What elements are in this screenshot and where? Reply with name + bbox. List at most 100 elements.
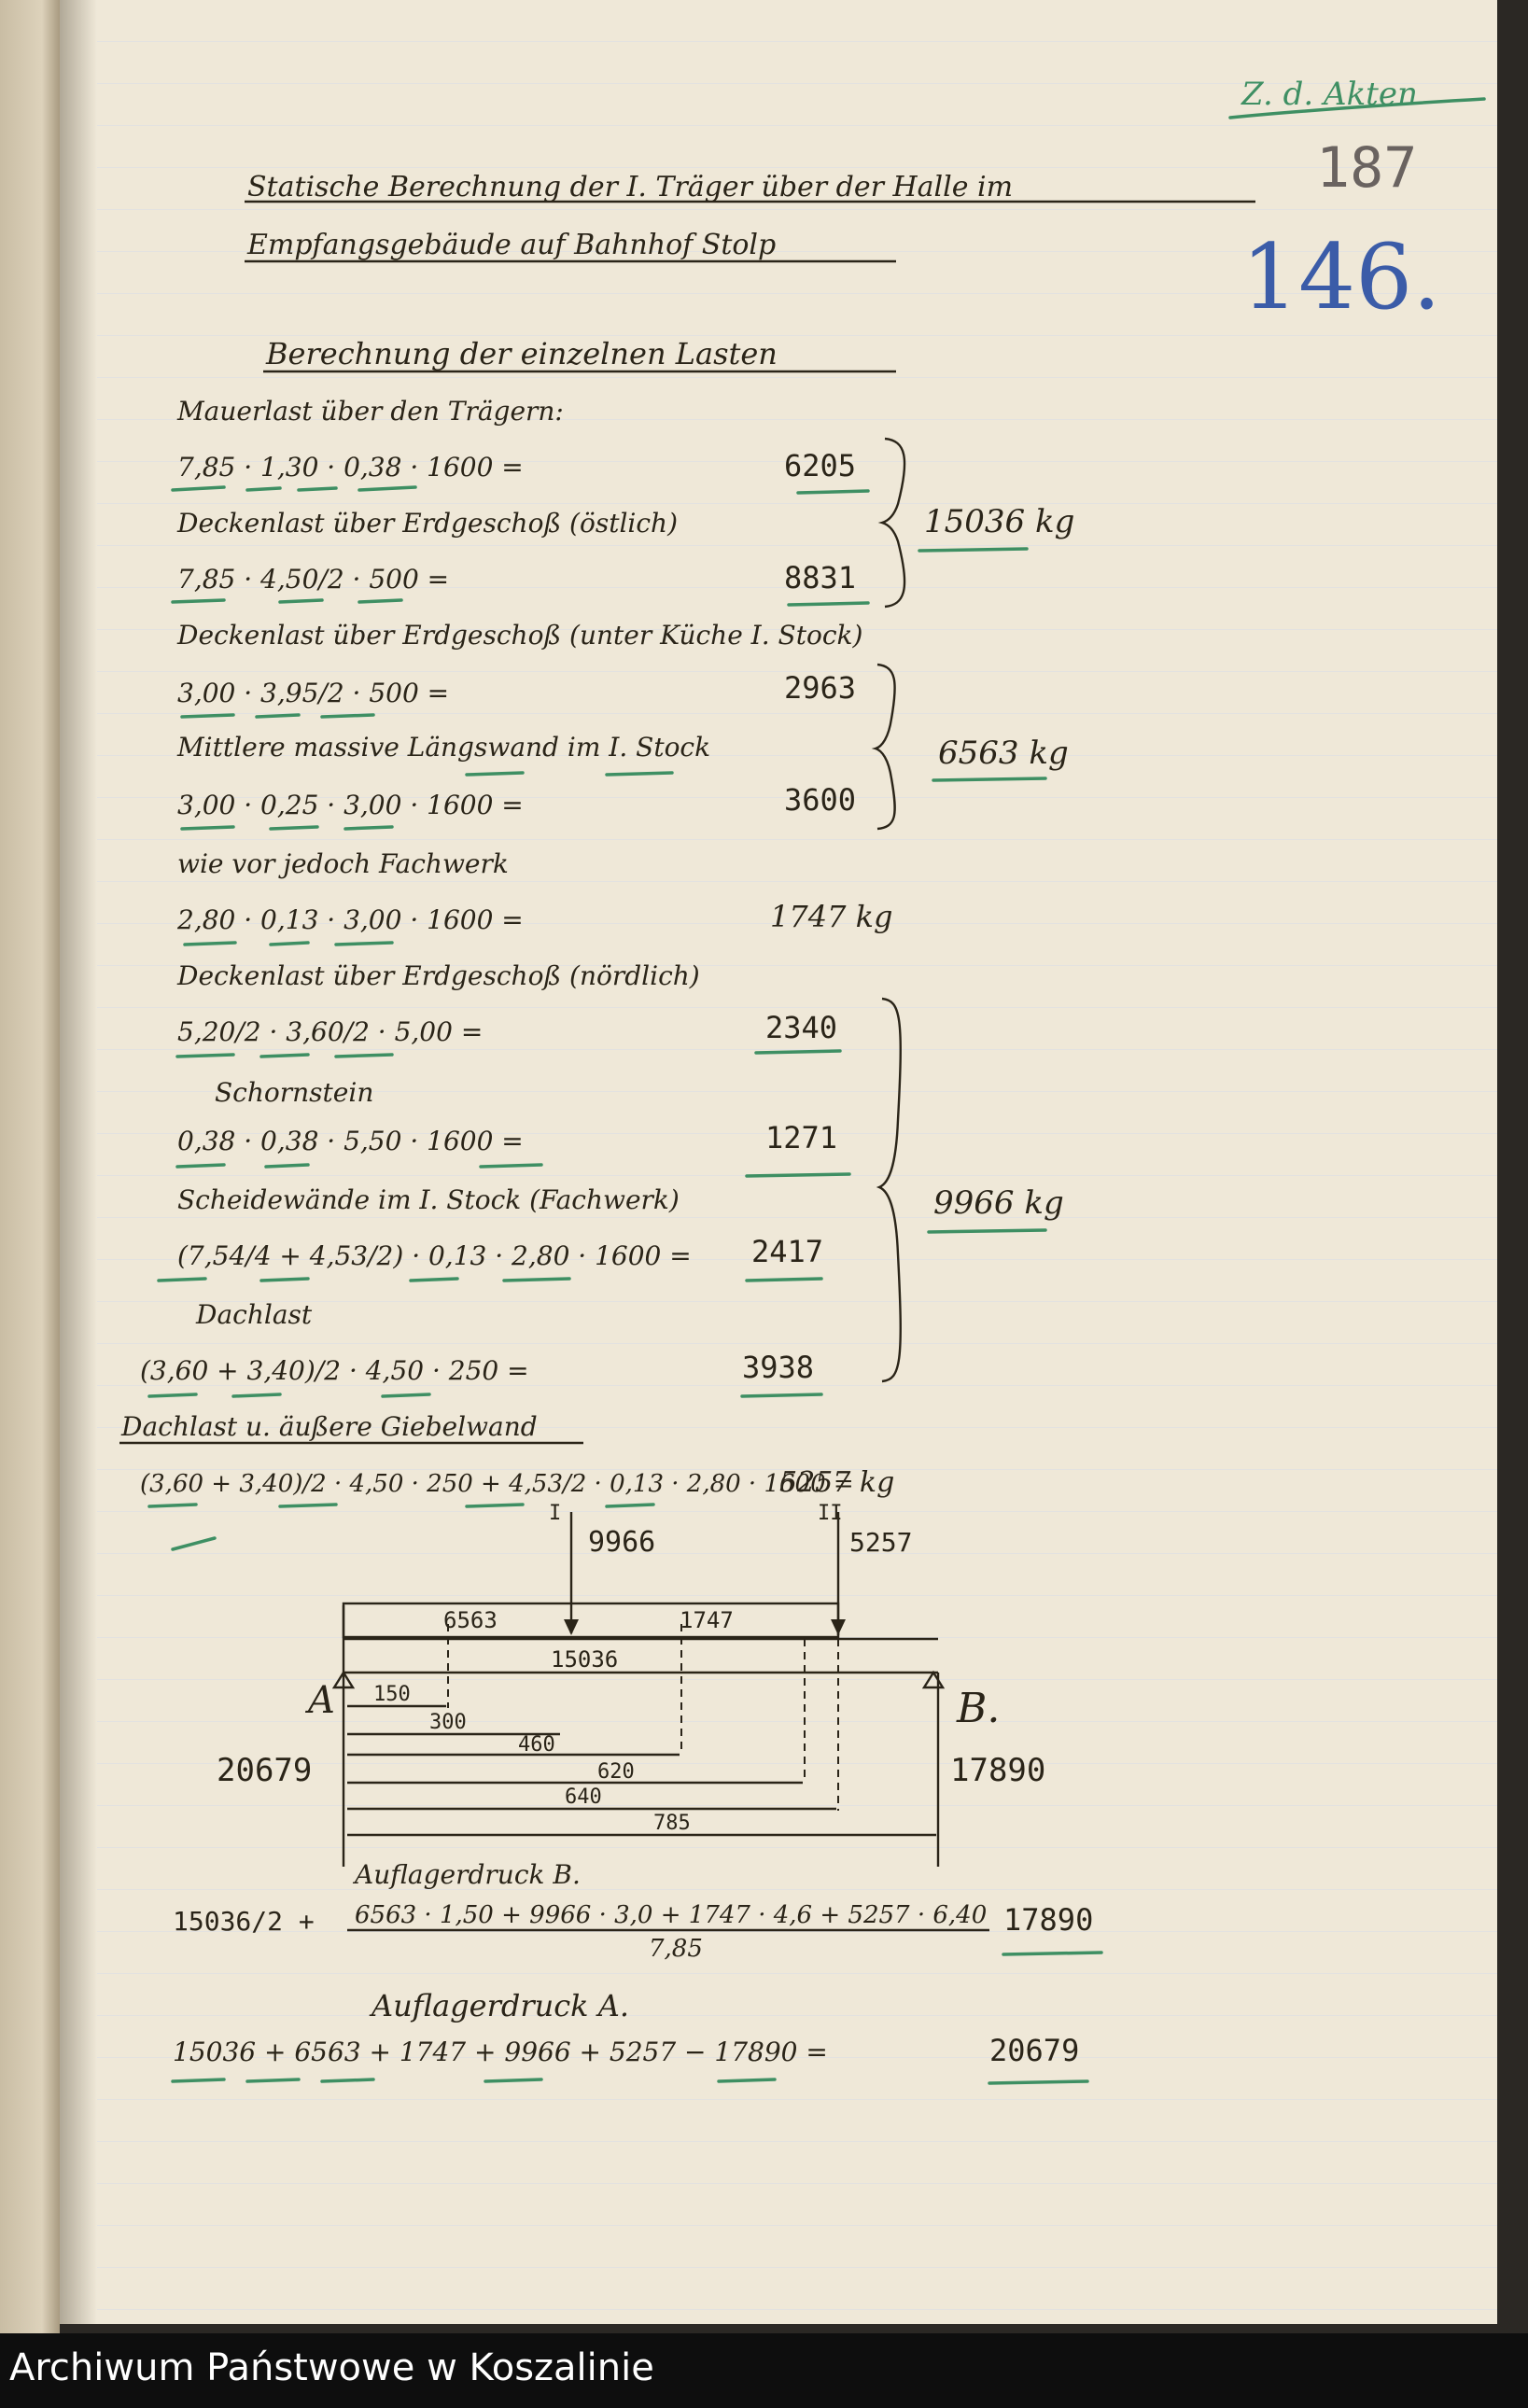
mark-k <box>175 1163 543 1169</box>
group5-expr1: (3,60 + 3,40)/2 · 4,50 · 250 + 4,53/2 · … <box>140 1470 854 1498</box>
corner-note-underline <box>1228 97 1486 119</box>
group4-val3: 2417 <box>751 1234 823 1269</box>
label-auflagerdruck-a: Auflagerdruck A. <box>369 1988 629 2023</box>
load-label-15036: 15036 <box>551 1646 618 1673</box>
mark-g <box>180 825 394 831</box>
group4-expr2: 0,38 · 0,38 · 5,50 · 1600 = <box>177 1126 524 1156</box>
load-label-6563: 6563 <box>443 1607 498 1633</box>
adjacent-page-edge <box>0 0 60 2333</box>
distributed-load-box <box>342 1602 840 1639</box>
point-mark-i: I <box>549 1502 561 1525</box>
support-b-symbol <box>921 1670 946 1689</box>
group1-brace <box>877 437 906 609</box>
group4-label1: Deckenlast über Erdgeschoß (nördlich) <box>176 960 700 991</box>
group4-val4: 3938 <box>742 1350 814 1385</box>
result-b-denominator: 7,85 <box>649 1935 703 1963</box>
mark-r <box>171 1536 217 1551</box>
group4-brace <box>876 997 902 1383</box>
group4-label4: Dachlast <box>195 1299 313 1330</box>
mark-e <box>180 713 375 719</box>
folio-number-lower: 146. <box>1241 225 1441 329</box>
group3-expr1: 2,80 · 0,13 · 3,00 · 1600 = <box>176 904 524 935</box>
group4-label2: Schornstein <box>215 1077 373 1108</box>
group2-expr1: 3,00 · 3,95/2 · 500 = <box>177 678 449 708</box>
label-auflagerdruck-b: Auflagerdruck B. <box>352 1859 581 1890</box>
group2-label2: Mittlere massive Längswand im I. Stock <box>176 732 710 763</box>
dim-640: 640 <box>565 1785 602 1809</box>
group1-expr2: 7,85 · 4,50/2 · 500 = <box>177 564 449 595</box>
group3-total: 1747 kg <box>770 899 892 934</box>
formula-a-marks <box>171 2078 777 2083</box>
section-heading: Berechnung der einzelnen Lasten <box>265 336 778 371</box>
group1-val2: 8831 <box>784 560 856 595</box>
group4-expr4: (3,60 + 3,40)/2 · 4,50 · 250 = <box>140 1355 529 1386</box>
mark-o <box>147 1393 431 1398</box>
load-arrow-i-head <box>564 1619 579 1635</box>
mark-f <box>465 771 674 777</box>
mark-q <box>147 1503 655 1508</box>
archive-name: Archiwum Państwowe w Koszalinie <box>9 2346 654 2389</box>
mark-n <box>745 1277 823 1282</box>
dim-620: 620 <box>597 1760 635 1784</box>
archive-footer-bar: Archiwum Państwowe w Koszalinie <box>0 2333 1528 2408</box>
group1-expr1: 7,85 · 1,30 · 0,38 · 1600 = <box>177 452 524 483</box>
green-marks <box>147 485 870 1551</box>
group1-label2: Deckenlast über Erdgeschoß (östlich) <box>176 508 678 539</box>
result-b-numerator: 6563 · 1,50 + 9966 · 3,0 + 1747 · 4,6 + … <box>355 1901 987 1929</box>
group2-expr2: 3,00 · 0,25 · 3,00 · 1600 = <box>177 790 524 820</box>
group1-label1: Mauerlast über den Trägern: <box>176 396 564 427</box>
load-label-9966: 9966 <box>588 1526 655 1559</box>
folio-number-upper: 187 <box>1316 135 1417 201</box>
group3-label1: wie vor jedoch Fachwerk <box>177 848 509 879</box>
result-a-underline <box>988 2079 1089 2085</box>
page-content: Z. d. Akten 187 146. Statische Berechnun… <box>119 76 1486 2085</box>
result-b-first-term: 15036/2 + <box>173 1906 315 1937</box>
support-b-label: B. <box>956 1685 1000 1732</box>
mark-d <box>787 601 870 607</box>
group2-total-underline <box>932 777 1047 782</box>
mark-i <box>175 1053 394 1058</box>
mark-a <box>171 485 417 492</box>
point-mark-ii: II <box>818 1502 843 1525</box>
group5-total: 5257 kg <box>779 1466 894 1499</box>
dim-300: 300 <box>429 1711 467 1734</box>
group4-val1: 2340 <box>765 1010 837 1045</box>
document-title-line1: Statische Berechnung der I. Träger über … <box>247 171 1013 203</box>
group4-expr3: (7,54/4 + 4,53/2) · 0,13 · 2,80 · 1600 = <box>177 1240 692 1271</box>
mark-b <box>796 489 870 495</box>
result-b-underline <box>1002 1951 1103 1956</box>
load-label-5257: 5257 <box>849 1527 912 1558</box>
ruled-lines <box>97 0 1497 2324</box>
formula-a: 15036 + 6563 + 1747 + 9966 + 5257 − 1789… <box>173 2037 828 2067</box>
dim-785: 785 <box>653 1812 691 1835</box>
group4-val2: 1271 <box>765 1120 837 1155</box>
group5-label1: Dachlast u. äußere Giebelwand <box>120 1411 538 1442</box>
load-label-1747: 1747 <box>680 1607 734 1633</box>
group4-total: 9966 kg <box>933 1184 1064 1222</box>
reaction-a: 20679 <box>217 1752 312 1789</box>
group2-label1: Deckenlast über Erdgeschoß (unter Küche … <box>176 620 862 651</box>
support-a-label: A <box>304 1679 335 1722</box>
dim-460: 460 <box>518 1733 555 1757</box>
result-b-value: 17890 <box>1003 1902 1093 1938</box>
mark-c <box>171 598 403 604</box>
group2-total: 6563 kg <box>938 735 1069 772</box>
beam-diagram: I 9966 II 5257 6563 1747 15036 A B. 2067… <box>217 1502 1045 1867</box>
dim-150: 150 <box>373 1683 411 1706</box>
result-a-value: 20679 <box>989 2033 1079 2068</box>
group4-total-underline <box>927 1228 1047 1234</box>
group2-val2: 3600 <box>784 782 856 818</box>
group4-expr1: 5,20/2 · 3,60/2 · 5,00 = <box>177 1016 483 1047</box>
mark-h <box>183 941 394 946</box>
scanned-document: Z. d. Akten 187 146. Statische Berechnun… <box>0 0 1528 2333</box>
group2-brace <box>871 663 896 831</box>
mark-p <box>740 1393 823 1398</box>
mark-m <box>157 1277 571 1282</box>
group1-total: 15036 kg <box>924 503 1074 540</box>
handwritten-page <box>60 0 1497 2324</box>
group4-label3: Scheidewände im I. Stock (Fachwerk) <box>177 1184 680 1215</box>
group1-total-underline <box>918 547 1029 553</box>
reaction-b: 17890 <box>950 1752 1045 1789</box>
mark-j <box>754 1049 842 1055</box>
mark-l <box>745 1172 851 1178</box>
